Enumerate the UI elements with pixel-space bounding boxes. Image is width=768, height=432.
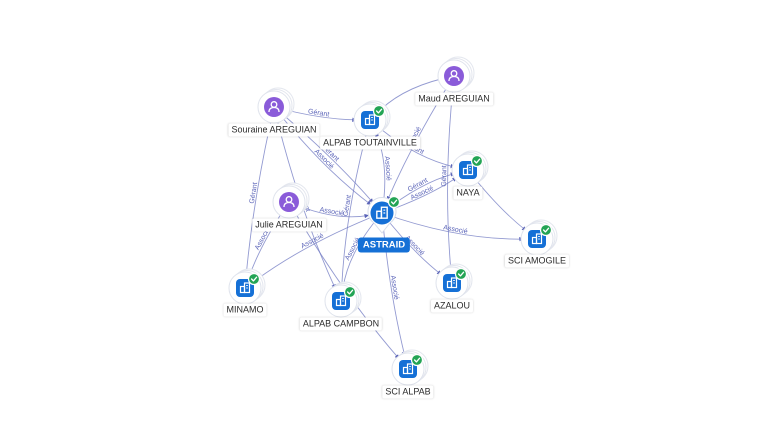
building-icon: [376, 206, 388, 219]
graph-node-maud[interactable]: [437, 56, 475, 93]
graph-node-azalou[interactable]: [435, 263, 473, 300]
verified-check-icon: [470, 154, 484, 168]
edge-label: Gérant: [343, 194, 353, 216]
verified-check-icon: [247, 272, 261, 286]
graph-node-sci-alpab[interactable]: [391, 349, 429, 386]
edge-line: [381, 212, 524, 242]
person-icon: [268, 101, 280, 113]
node-label-maud[interactable]: Maud AREGUIAN: [415, 92, 493, 106]
node-label-azalou[interactable]: AZALOU: [430, 299, 474, 313]
building-icon: [402, 363, 414, 375]
building-icon: [364, 114, 376, 126]
graph-node-souraine[interactable]: [257, 87, 295, 124]
graph-node-naya[interactable]: [451, 150, 489, 187]
graph-node-alpab-campbon[interactable]: [324, 281, 362, 318]
node-label-alpab-campbon[interactable]: ALPAB CAMPBON: [299, 317, 383, 331]
graph-node-alpab-toutainville[interactable]: [353, 100, 391, 137]
building-icon: [239, 282, 251, 294]
graph-node-julie[interactable]: [272, 182, 310, 219]
node-label-julie[interactable]: Julie AREGUIAN: [252, 218, 326, 232]
edge-label: Gérant: [249, 182, 259, 204]
building-icon: [462, 164, 474, 176]
graph-node-sci-amogile[interactable]: [520, 219, 558, 256]
edge-line: [273, 106, 372, 206]
edge: Associé: [381, 212, 406, 357]
building-icon: [446, 277, 458, 289]
graph-node-astraid[interactable]: [367, 195, 401, 234]
verified-check-icon: [372, 104, 386, 118]
verified-check-icon: [539, 223, 553, 237]
graph-node-minamo[interactable]: [228, 268, 266, 305]
node-label-souraine[interactable]: Souraine AREGUIAN: [228, 123, 320, 137]
edge-label: Associé: [443, 224, 468, 235]
node-label-sci-alpab[interactable]: SCI ALPAB: [382, 385, 434, 399]
nodes-layer: [228, 56, 558, 386]
edge-label: Gérant: [441, 165, 448, 187]
node-label-alpab-toutainville[interactable]: ALPAB TOUTAINVILLE: [320, 136, 420, 150]
building-icon: [335, 295, 347, 307]
verified-check-icon: [410, 353, 424, 367]
edge: Associé: [381, 212, 524, 242]
person-icon: [448, 70, 460, 82]
node-label-sci-amogile[interactable]: SCI AMOGILE: [504, 254, 570, 268]
verified-check-icon: [343, 285, 357, 299]
verified-check-icon: [387, 195, 401, 209]
edge-label: Associé: [319, 207, 344, 218]
verified-check-icon: [454, 267, 468, 281]
building-icon: [531, 233, 543, 245]
edge-line: [255, 212, 383, 281]
node-label-minamo[interactable]: MINAMO: [223, 303, 267, 317]
edge-label: Associé: [383, 156, 392, 181]
node-label-naya[interactable]: NAYA: [453, 186, 483, 200]
person-icon: [283, 196, 295, 208]
node-label-astraid[interactable]: ASTRAID: [357, 237, 411, 253]
edge-label: Associé: [389, 275, 400, 300]
edge-label: Gérant: [307, 108, 329, 118]
